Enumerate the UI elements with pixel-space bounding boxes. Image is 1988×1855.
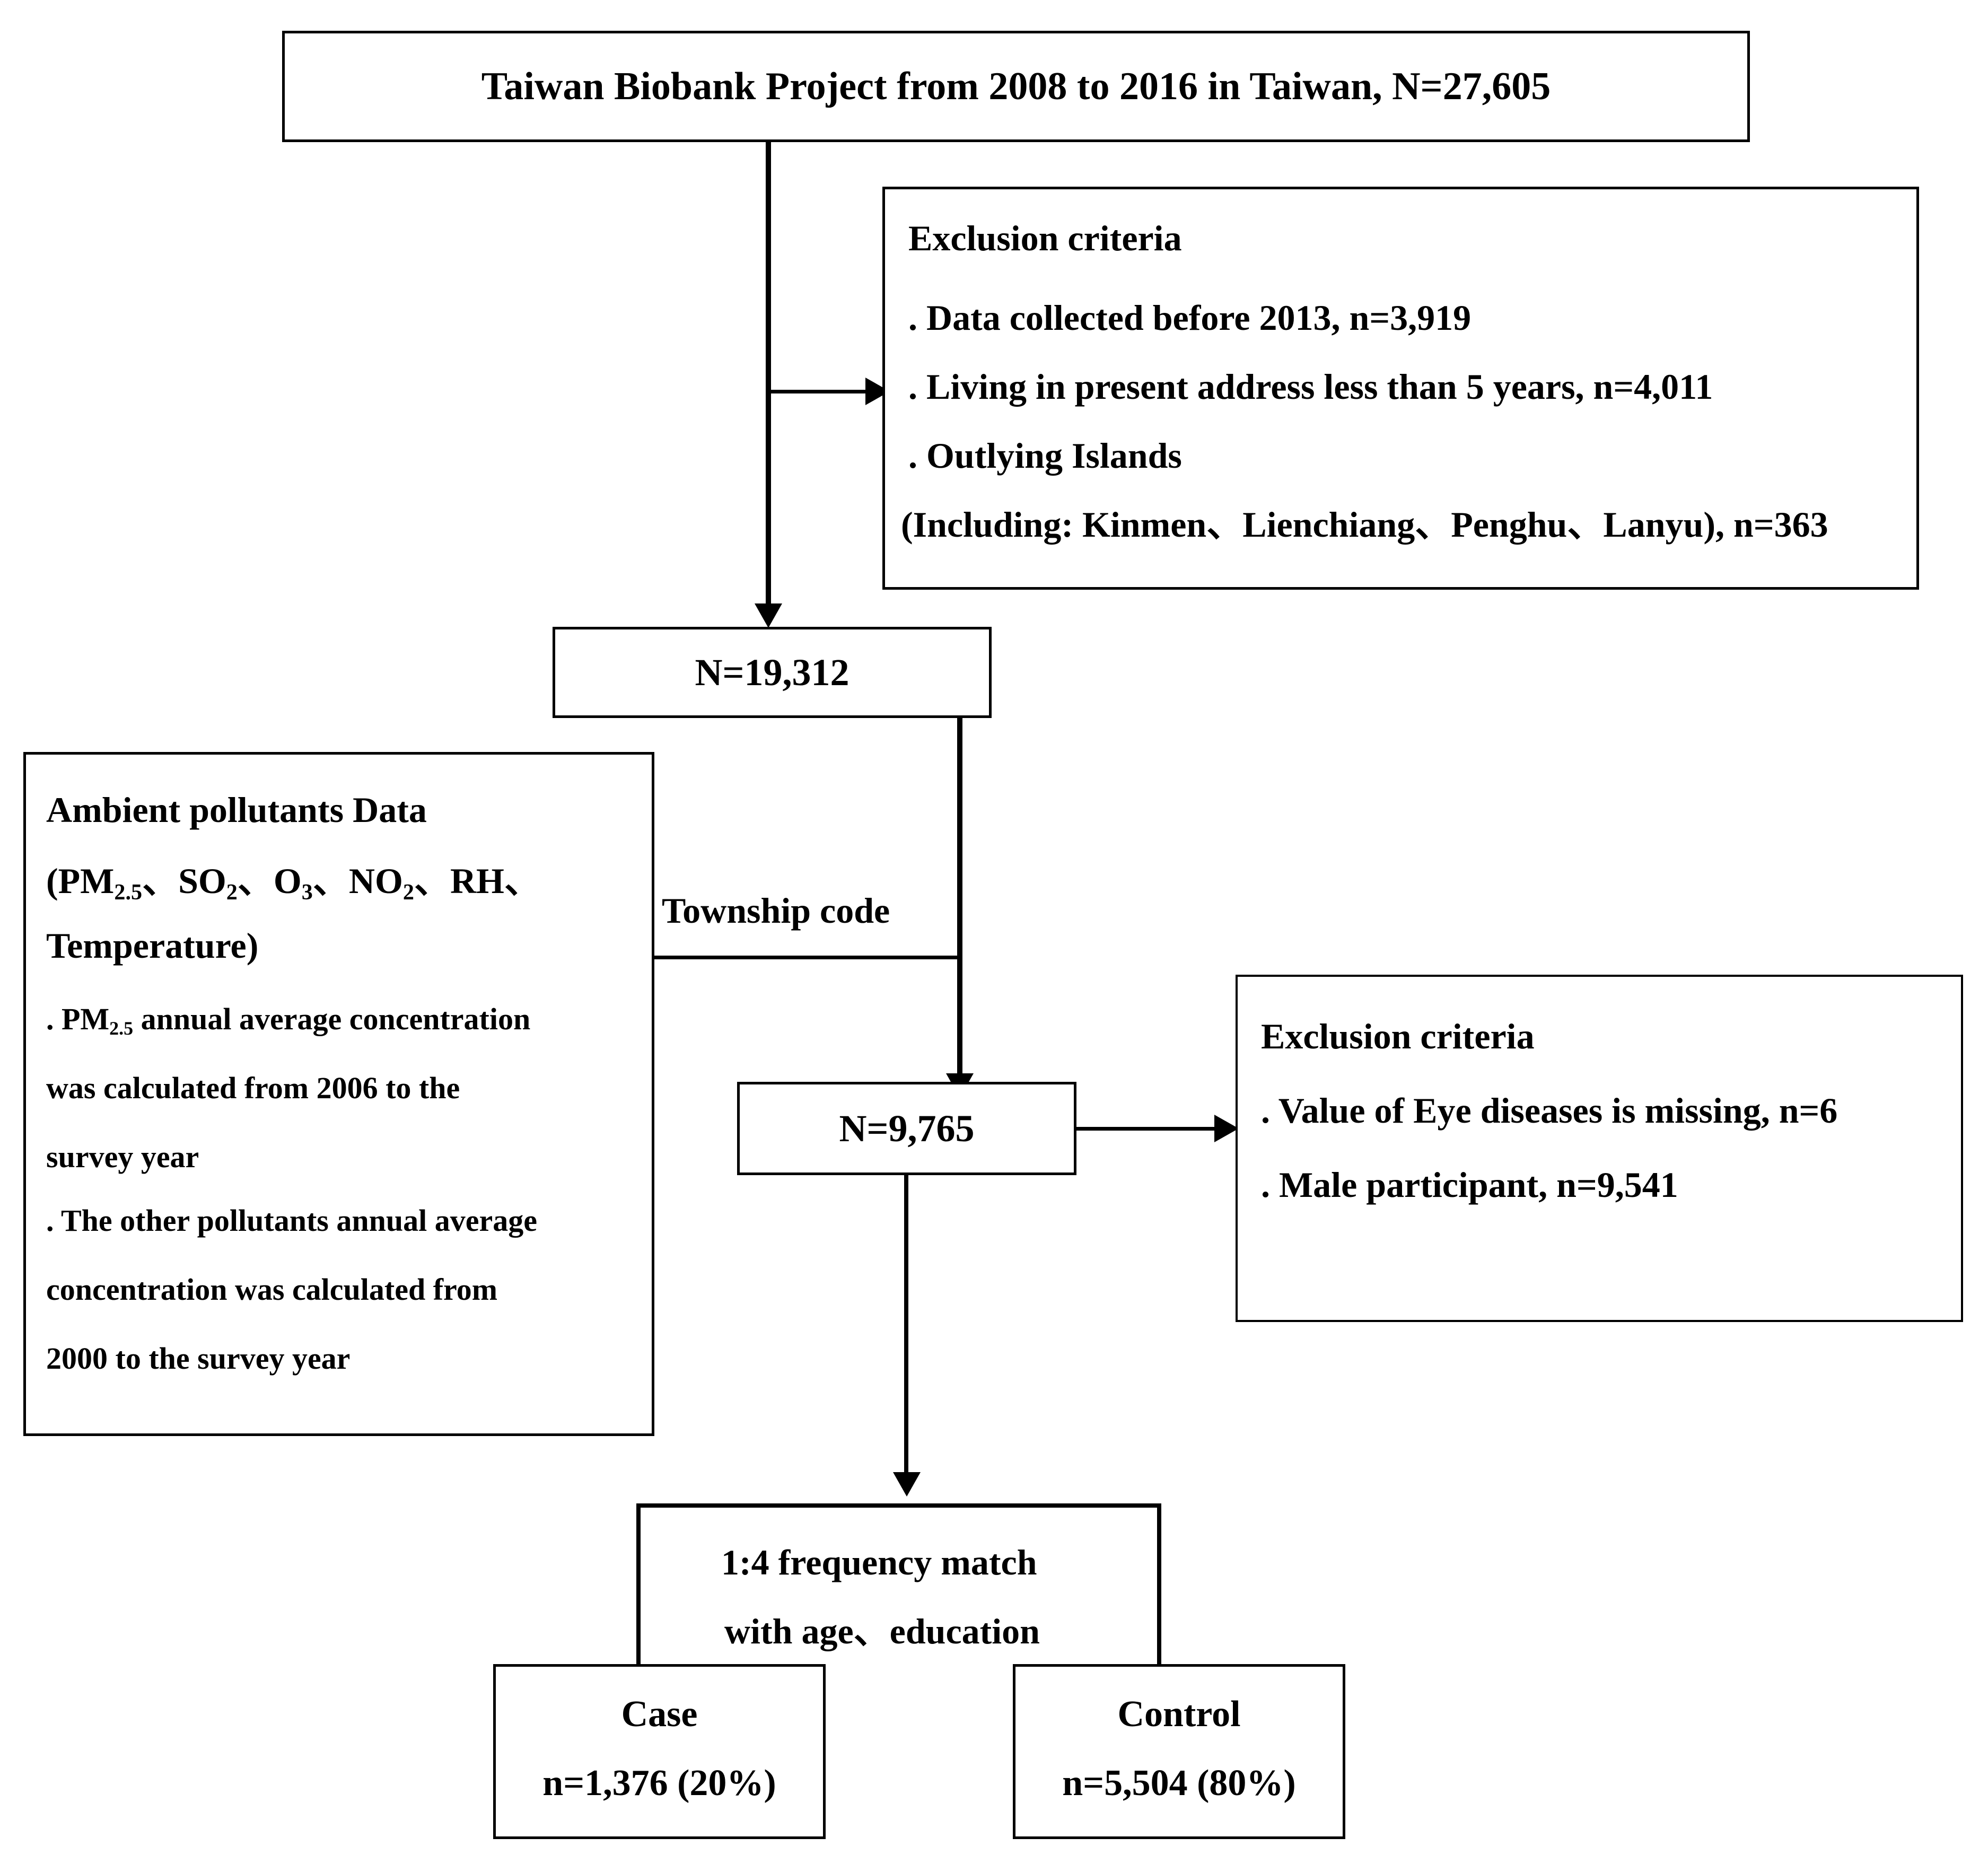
formula-mid-so2: 、SO [142, 861, 226, 901]
exclusion1-item-1: . Living in present address less than 5 … [908, 366, 1713, 407]
formula-sub-o3: 3 [301, 879, 313, 905]
exclusion-criteria-box-2: Exclusion criteria . Value of Eye diseas… [1236, 975, 1963, 1322]
formula-mid-no2: 、NO [312, 861, 403, 901]
connector-split-to-case [636, 1503, 641, 1681]
bullet1-sub-pm25: 2.5 [109, 1018, 134, 1039]
formula-sub-no2: 2 [402, 879, 414, 905]
formula-mid-o3: 、O [237, 861, 302, 901]
arrow-title-to-n1 [755, 603, 782, 628]
ambient-pollutants-box: Ambient pollutants Data (PM2.5、SO2、O3、NO… [23, 752, 654, 1436]
pollutants-formula-line: (PM2.5、SO2、O3、NO2、RH、 [46, 861, 540, 903]
pollutants-bullet2-line1: . The other pollutants annual average [46, 1203, 537, 1238]
pollutants-bullet1-line2: was calculated from 2006 to the [46, 1071, 460, 1105]
pollutants-bullet1-line1: . PM2.5 annual average concentration [46, 1002, 531, 1038]
connector-n2-to-split [904, 1175, 908, 1472]
frequency-match-label-line2: with age、education [724, 1611, 1040, 1651]
connector-n1-to-exclusion1 [766, 390, 865, 393]
pollutants-bullet2-line2: concentration was calculated from [46, 1272, 498, 1307]
pollutants-bullet2-line3: 2000 to the survey year [46, 1341, 351, 1376]
connector-split-to-control [1157, 1503, 1161, 1681]
exclusion-criteria-box-1: Exclusion criteria . Data collected befo… [882, 187, 1919, 590]
formula-sub-so2: 2 [226, 879, 238, 905]
title-box: Taiwan Biobank Project from 2008 to 2016… [282, 31, 1750, 142]
case-box-count: n=1,376 (20%) [542, 1763, 776, 1804]
bullet1-rest: annual average concentration [133, 1002, 531, 1036]
case-box-title: Case [621, 1694, 698, 1735]
connector-title-to-n1 [766, 142, 771, 603]
case-box: Case n=1,376 (20%) [493, 1664, 826, 1839]
formula-sub-pm25: 2.5 [114, 879, 143, 905]
n1-box-label: N=19,312 [695, 651, 850, 694]
control-box: Control n=5,504 (80%) [1013, 1664, 1345, 1839]
pollutants-heading: Ambient pollutants Data [46, 790, 427, 830]
pollutants-temperature-line: Temperature) [46, 925, 259, 966]
control-box-count: n=5,504 (80%) [1062, 1763, 1296, 1804]
n1-box: N=19,312 [553, 627, 992, 718]
n2-box: N=9,765 [737, 1082, 1076, 1175]
bullet1-prefix: . PM [46, 1002, 110, 1036]
formula-prefix: (PM [46, 861, 115, 901]
township-code-label: Township code [662, 890, 890, 931]
formula-tail-rh: 、RH、 [414, 861, 540, 901]
connector-n2-to-exclusion2 [1076, 1127, 1214, 1131]
pollutants-bullet1-line3: survey year [46, 1140, 199, 1174]
exclusion1-item-2: . Outlying Islands [908, 435, 1182, 476]
arrow-to-exclusion2 [1214, 1115, 1239, 1142]
arrow-n2-to-split [893, 1472, 921, 1497]
title-box-label: Taiwan Biobank Project from 2008 to 2016… [481, 65, 1551, 108]
control-box-title: Control [1117, 1694, 1241, 1735]
connector-n1-to-n2 [957, 718, 962, 1073]
n2-box-label: N=9,765 [839, 1107, 975, 1150]
exclusion1-item-0: . Data collected before 2013, n=3,919 [908, 298, 1472, 338]
exclusion1-heading: Exclusion criteria [908, 218, 1182, 258]
exclusion1-item-3: (Including: Kinmen、Lienchiang、Penghu、Lan… [901, 504, 1828, 545]
exclusion2-heading: Exclusion criteria [1261, 1016, 1535, 1056]
connector-township-code [651, 956, 961, 959]
split-bar [636, 1503, 1161, 1508]
frequency-match-label-line1: 1:4 frequency match [721, 1542, 1037, 1582]
exclusion2-item-1: . Male participant, n=9,541 [1261, 1165, 1678, 1205]
exclusion2-item-0: . Value of Eye diseases is missing, n=6 [1261, 1090, 1838, 1131]
